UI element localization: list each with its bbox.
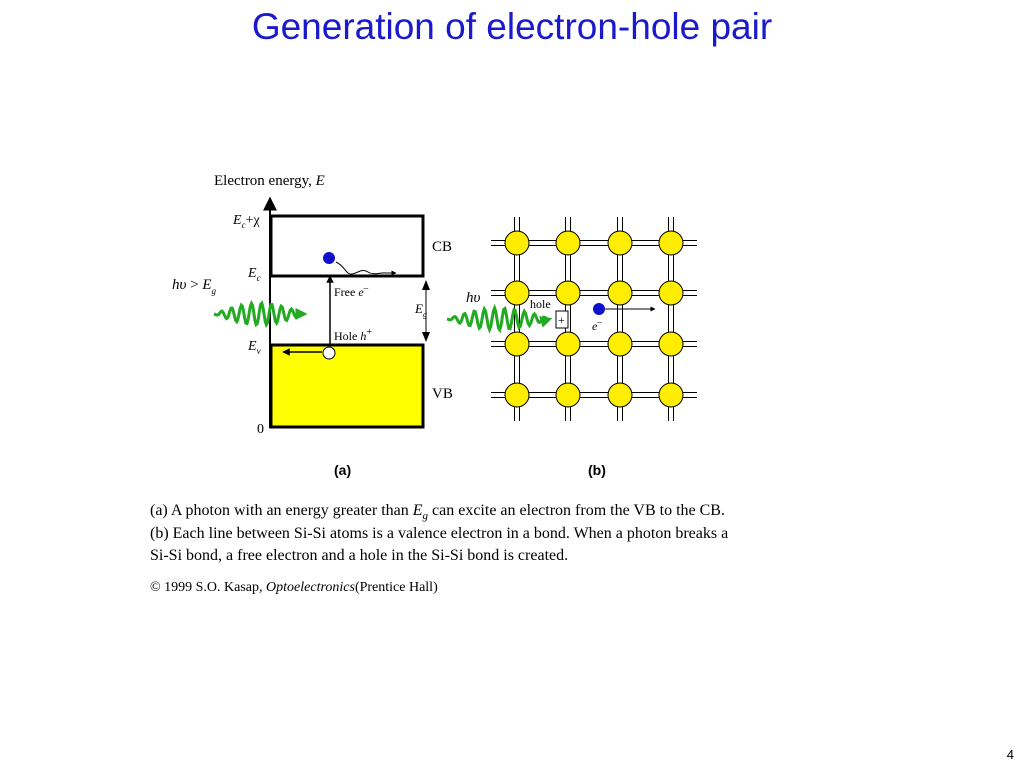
hole [322,346,336,360]
si-atom [555,230,581,256]
level-ec: Ec [247,266,261,283]
si-atom [555,331,581,357]
si-atom [607,230,633,256]
si-atom [658,230,684,256]
caption-line-1: (a) A photon with an energy greater than… [150,502,725,523]
panel-label-b: (b) [588,462,606,478]
copyright-credit: © 1999 S.O. Kasap, Optoelectronics(Prent… [150,580,438,595]
free-electron-b [593,303,605,315]
photon-label-b: hυ [466,290,481,306]
conduction-band [269,214,425,278]
panel-label-a: (a) [334,462,351,478]
hole-plus: + [558,313,565,327]
gap-label: Eg [414,301,427,319]
photon-wave-b [446,303,553,334]
hole-label-b: hole [530,297,551,311]
si-atom [607,280,633,306]
slide-title: Generation of electron-hole pair [251,6,773,47]
free-electron-label: Free e– [334,283,369,299]
thermalization-path [335,261,397,276]
lattice-diagram-b: + hole e– hυ (b) [446,217,697,478]
band-diagram-a: Electron energy, E Ec+χ Ec Ev 0 CB VB Eg… [172,173,453,478]
si-atom [658,331,684,357]
si-atom [607,331,633,357]
vb-label: VB [432,386,453,402]
hole-box [555,310,569,329]
photon-label-a: hυ > Eg [172,277,217,296]
caption-line-2: (b) Each line between Si-Si atoms is a v… [150,525,729,542]
page-number: 4 [1006,747,1014,762]
electron-label-b: e– [592,317,602,333]
si-atom [555,280,581,306]
atom-grid [504,230,684,408]
si-atom [607,382,633,408]
photon-wave-a [213,299,308,329]
level-zero: 0 [257,422,264,437]
si-atom [658,382,684,408]
free-electron [323,252,335,264]
cb-label: CB [432,239,452,255]
si-atom [504,280,530,306]
hole-label: Hole h+ [334,327,372,343]
caption-line-3: Si-Si bond, a free electron and a hole i… [150,547,569,564]
level-ev: Ev [247,339,261,356]
energy-axis-label: Electron energy, E [214,173,325,189]
valence-band [269,343,425,429]
si-atom [504,230,530,256]
level-ec-chi: Ec+χ [232,213,260,230]
si-atom [504,382,530,408]
si-atom [658,280,684,306]
si-atom [555,382,581,408]
si-atom [504,331,530,357]
